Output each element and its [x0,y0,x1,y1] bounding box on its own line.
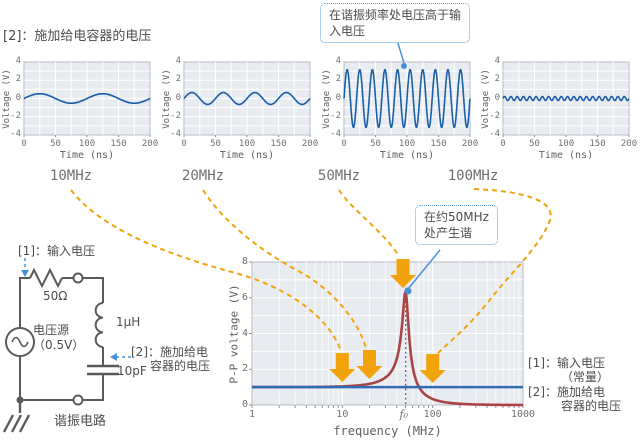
legend-input-voltage-line1: [1]：输入电压 [528,356,605,370]
resistor-symbol [29,267,63,289]
guide-curve [202,189,367,349]
legend-input-voltage-line2: （常量） [561,370,610,384]
ground-icon [2,400,31,433]
terminal-node-bottom [72,394,84,406]
circuit-pointer-arrows [21,258,131,361]
terminal-node-top [72,272,84,284]
peak-frequency-callout-line2: 处产生谐 [424,226,473,240]
circuit-input-voltage-label: [1]：输入电压 [18,244,95,258]
down-arrow-marker [329,353,356,382]
capacitor-symbol [87,364,119,376]
inductor-symbol [94,302,104,348]
ac-source-sine [11,336,29,348]
down-arrow-marker [419,354,446,383]
resistor-value-label: 50Ω [43,289,68,303]
down-arrow-marker [356,350,383,379]
wire [19,277,104,401]
circuit-title: 谐振电路 [54,414,107,429]
legend-capacitor-voltage-line1: [2]：施加给电 [528,385,605,399]
guide-curve [70,189,342,352]
capacitor-value-label: 10pF [117,364,147,378]
source-name-label: 电压源 [33,323,70,337]
circuit-cap-voltage-label-line2: 容器的电压 [150,359,211,373]
source-value-label: （0.5V） [33,338,85,352]
legend-capacitor-voltage-line2: 容器的电压 [561,399,622,413]
resonance-voltage-callout-line2: 入电压 [329,24,366,38]
peak-frequency-callout: 在约50MHz 处产生谐 [415,205,498,245]
resonance-voltage-callout-line1: 在谐振频率处电压高于输 [329,8,462,22]
callout-connectors [396,39,441,295]
down-arrow-marker [390,259,416,288]
guide-curve [338,189,400,257]
guide-curve [435,188,552,356]
guide-curves [70,188,552,356]
inductor-value-label: 1μH [116,315,141,329]
peak-frequency-callout-line1: 在约50MHz [424,210,489,224]
capacitor-voltage-heading: [2]：施加给电容器的电压 [3,29,152,44]
circuit-cap-voltage-label-line1: [2]：施加给电 [131,345,208,359]
resonance-voltage-callout: 在谐振频率处电压高于输 入电压 [320,3,471,43]
